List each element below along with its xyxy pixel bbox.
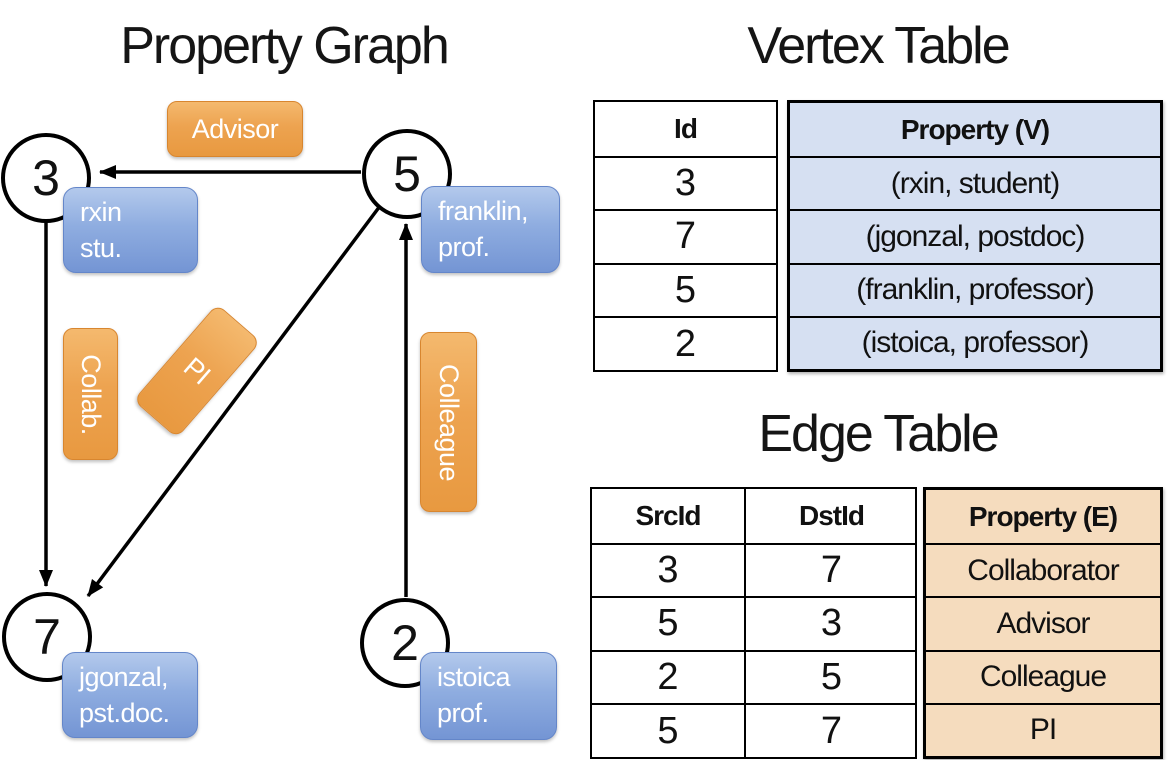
node-2: 2 [360, 598, 450, 688]
vertex-box-istoica-line2: prof. [437, 698, 489, 729]
node-3-label: 3 [32, 150, 60, 206]
table-cell: (jgonzal, postdoc) [790, 209, 1160, 263]
table-cell: PI [926, 702, 1160, 756]
node-5: 5 [362, 129, 452, 219]
table-cell: 3 [595, 155, 776, 210]
vertex-table-property-column: Property (V) (rxin, student) (jgonzal, p… [787, 100, 1163, 372]
vertex-table-id-column: Id 3 7 5 2 [593, 100, 778, 372]
edge-label-collab: Collab. [63, 328, 118, 460]
table-cell: (istoica, professor) [790, 315, 1160, 369]
edge-table-header-dstid: DstId [744, 489, 917, 543]
edge-table-title: Edge Table [758, 405, 999, 463]
edge-table-header-property: Property (E) [926, 490, 1160, 544]
node-2-label: 2 [391, 615, 419, 671]
table-cell: 7 [744, 542, 917, 597]
vertex-table-header-id: Id [674, 112, 698, 144]
vertex-box-rxin: rxin stu. [63, 187, 198, 273]
edge-table-property-column: Property (E) Collaborator Advisor Collea… [923, 487, 1163, 759]
edge-label-collab-text: Collab. [76, 353, 107, 435]
vertex-box-franklin-line1: franklin, [438, 196, 529, 226]
vertex-box-rxin-line1: rxin [80, 197, 122, 227]
edge-label-advisor: Advisor [167, 101, 303, 157]
table-cell: 5 [592, 596, 744, 650]
table-cell: 2 [595, 316, 776, 370]
table-cell: Collaborator [926, 543, 1160, 597]
vertex-table-title: Vertex Table [747, 17, 1010, 75]
edge-5-7-pi-arrow [86, 204, 382, 598]
table-cell: 5 [744, 649, 917, 704]
table-cell: Advisor [926, 596, 1160, 650]
vertex-table-header-property: Property (V) [790, 103, 1160, 157]
vertex-box-jgonzal-line1: jgonzal, [79, 662, 169, 692]
table-cell: 5 [592, 703, 744, 757]
table-cell: 2 [592, 649, 744, 704]
table-cell: (franklin, professor) [790, 262, 1160, 316]
table-cell: 5 [595, 262, 776, 317]
edge-label-advisor-text: Advisor [191, 113, 279, 144]
vertex-box-franklin-line2: prof. [438, 232, 490, 263]
table-cell: 7 [744, 703, 917, 757]
node-5-label: 5 [393, 146, 421, 202]
table-cell: 3 [744, 596, 917, 650]
edge-label-colleague: Colleague [420, 332, 477, 512]
edge-table-id-columns: SrcId DstId 3 7 5 3 2 5 5 7 [590, 487, 917, 759]
table-cell: 7 [595, 209, 776, 263]
edge-table-header-srcid: SrcId [635, 499, 701, 531]
vertex-box-jgonzal-line2: pst.doc. [79, 698, 170, 729]
vertex-box-istoica-line1: istoica [437, 662, 511, 692]
table-cell: Colleague [926, 649, 1160, 703]
node-7-label: 7 [33, 609, 61, 665]
vertex-box-istoica: istoica prof. [420, 652, 557, 740]
property-graph-title: Property Graph [120, 17, 450, 75]
graph-edges-layer [39, 165, 413, 598]
edge-label-pi-text: PI [178, 351, 217, 390]
table-cell: 3 [592, 542, 744, 597]
vertex-box-rxin-line2: stu. [80, 233, 122, 264]
edge-label-colleague-text: Colleague [434, 363, 464, 481]
vertex-box-franklin: franklin, prof. [421, 186, 560, 273]
table-cell: (rxin, student) [790, 156, 1160, 210]
vertex-box-jgonzal: jgonzal, pst.doc. [62, 652, 198, 738]
